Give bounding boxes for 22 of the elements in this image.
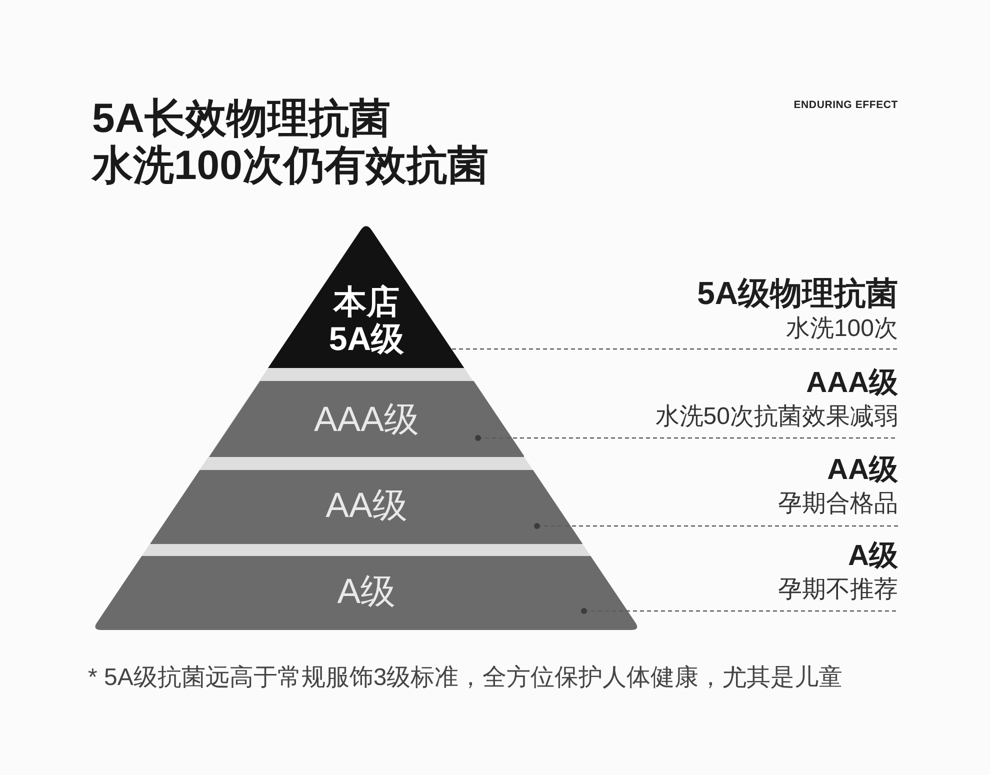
level-heading: 5A级物理抗菌: [697, 274, 898, 313]
level-heading: AA级: [826, 453, 898, 487]
level-description: 水洗100次: [784, 314, 898, 344]
level-description: 孕期合格品: [778, 489, 898, 519]
leader-line: [475, 435, 898, 441]
title: 5A长效物理抗菌: [92, 94, 390, 142]
leader-line: [534, 523, 898, 529]
tagline: ENDURING EFFECT: [794, 98, 898, 112]
pyramid-tier: [150, 470, 583, 544]
tier-label: A级: [337, 571, 396, 613]
subtitle: 水洗100次仍有效抗菌: [92, 141, 488, 189]
leader-line: [581, 608, 898, 614]
footnote: * 5A级抗菌远高于常规服饰3级标准，全方位保护人体健康，尤其是儿童: [88, 663, 843, 693]
level-heading: AAA级: [805, 366, 898, 400]
tier-label: AAA级: [314, 399, 419, 441]
pyramid-tier: [208, 381, 524, 457]
level-heading: A级: [847, 539, 898, 573]
level-description: 水洗50次抗菌效果减弱: [655, 402, 898, 432]
tier-label: 本店5A级: [328, 283, 406, 357]
leader-line: [452, 348, 898, 350]
tier-label: AA级: [326, 485, 408, 527]
level-description: 孕期不推荐: [778, 575, 898, 605]
